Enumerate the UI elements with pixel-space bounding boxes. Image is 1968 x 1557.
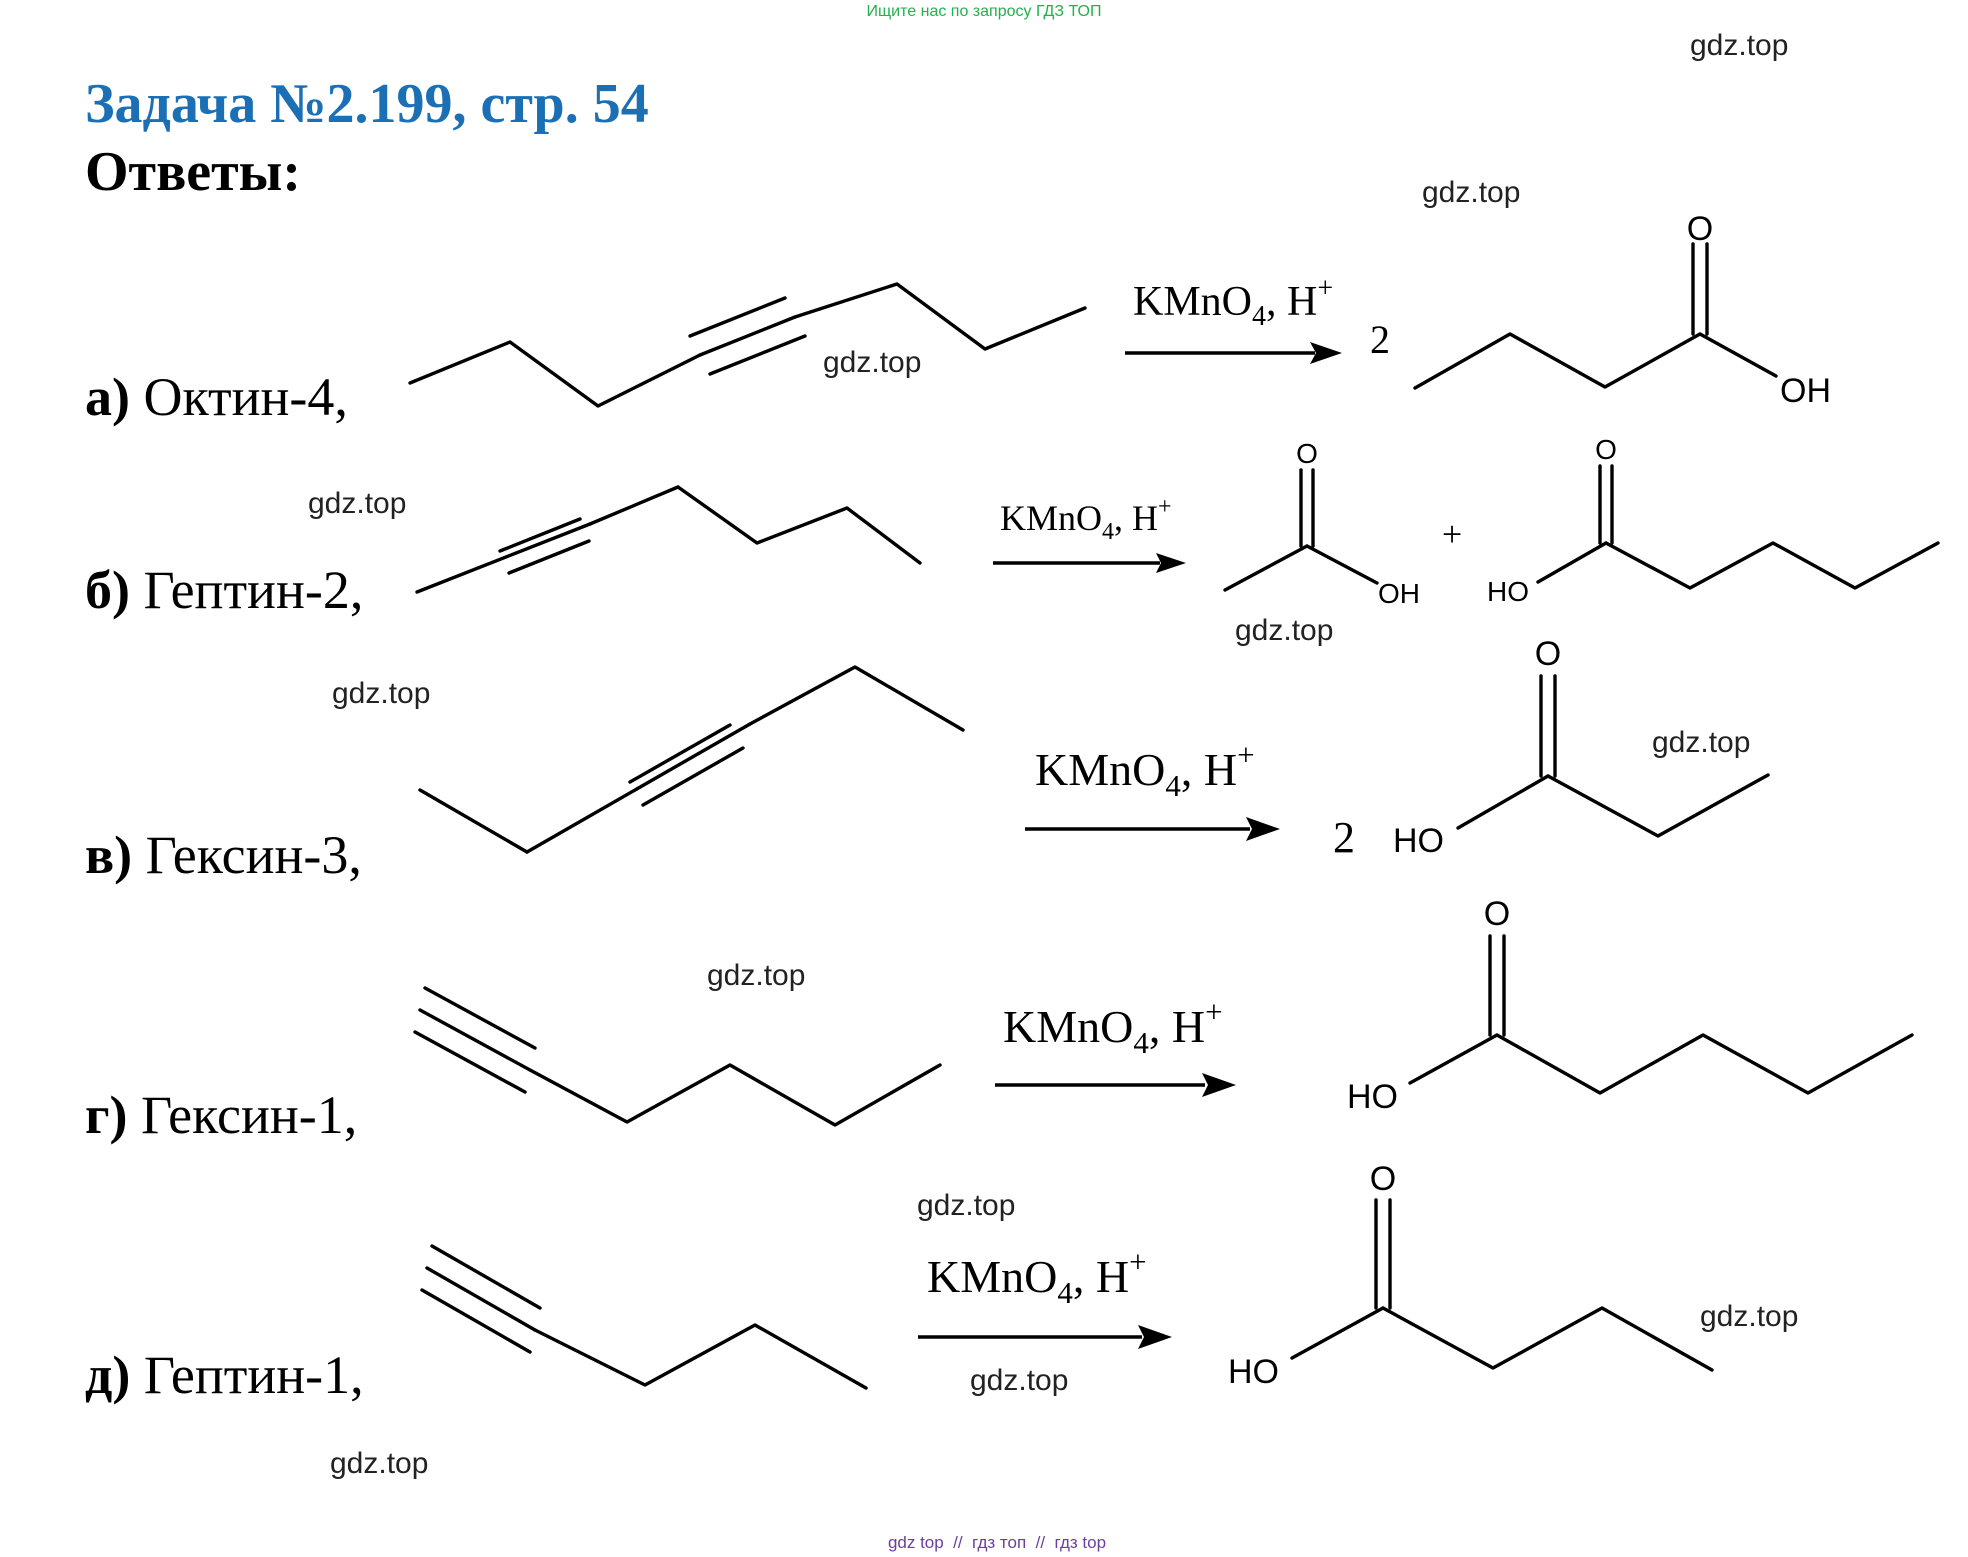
svg-text:KMnO4, H+: KMnO4, H+ [927, 1244, 1147, 1310]
problem-label: в) Гексин-3, [85, 825, 362, 885]
svg-text:KMnO4, H+: KMnO4, H+ [1000, 494, 1172, 545]
watermark: gdz.top [823, 346, 921, 379]
watermark: gdz.top [707, 959, 805, 992]
product-butanoic-acid-structure: O OH [1413, 210, 1831, 410]
product-butanoic-acid-structure: HO O [1228, 1160, 1714, 1391]
reaction-arrow: KMnO4, H+ [995, 994, 1236, 1097]
oxygen-atom: O [1296, 438, 1318, 469]
footer-links[interactable]: gdz top // гдз топ // гдз top [888, 1533, 1106, 1552]
hydroxyl-group: OH [1378, 578, 1420, 609]
problem-c: gdz.top в) Гексин-3, KMnO4, H+ 2 HO O gd… [85, 635, 1770, 885]
hydroxyl-group: OH [1780, 372, 1831, 410]
top-notice[interactable]: Ищите нас по запросу ГДЗ ТОП [867, 3, 1102, 20]
oxygen-atom: O [1535, 635, 1561, 673]
oxygen-atom: O [1484, 895, 1510, 933]
watermark: gdz.top [1422, 176, 1520, 209]
problem-a: а) Октин-4, gdz.top KMnO4, H+ 2 O OH [85, 210, 1831, 427]
reaction-arrow: KMnO4, H+ [993, 494, 1186, 573]
hydroxyl-group: HO [1487, 576, 1529, 607]
reaction-arrow: KMnO4, H+ [1025, 737, 1280, 841]
svg-text:KMnO4, H+: KMnO4, H+ [1035, 737, 1255, 803]
answers-heading: Ответы: [85, 141, 301, 203]
stoichiometric-coefficient: 2 [1370, 317, 1390, 362]
watermark: gdz.top [330, 1447, 428, 1480]
product-acetic-acid-structure: O OH [1223, 438, 1420, 609]
problem-label: б) Гептин-2, [85, 560, 363, 620]
svg-text:KMnO4, H+: KMnO4, H+ [1003, 994, 1223, 1060]
problem-label: г) Гексин-1, [85, 1085, 357, 1145]
reactant-heptyne-1-structure [420, 1244, 868, 1390]
oxygen-atom: O [1370, 1160, 1396, 1198]
reactant-hexyne-3-structure [418, 665, 965, 854]
product-propanoic-acid-structure: HO O [1393, 635, 1770, 860]
hydroxyl-group: HO [1393, 822, 1444, 860]
reactant-heptyne-2-structure [415, 485, 922, 594]
watermark: gdz.top [1235, 614, 1333, 647]
oxygen-atom: O [1595, 434, 1617, 465]
problem-b: gdz.top б) Гептин-2, KMnO4, H+ O OH + HO [85, 434, 1940, 647]
reactant-hexyne-1-structure [413, 986, 942, 1127]
watermark: gdz.top [1700, 1300, 1798, 1333]
stoichiometric-coefficient: 2 [1333, 813, 1355, 862]
plus-sign: + [1442, 514, 1462, 554]
problem-e: gdz.top д) Гептин-1, KMnO4, H+ gdz.top H… [85, 1160, 1798, 1480]
problem-label: а) Октин-4, [85, 367, 348, 427]
reaction-arrow: KMnO4, H+ [918, 1244, 1172, 1349]
watermark: gdz.top [308, 487, 406, 520]
reaction-arrow: KMnO4, H+ [1125, 273, 1342, 364]
watermark: gdz.top [970, 1364, 1068, 1397]
problem-label: д) Гептин-1, [85, 1345, 364, 1405]
reactant-octyne-4-structure [408, 282, 1087, 408]
product-pentanoic-acid-structure: HO O [1487, 434, 1940, 607]
oxygen-atom: O [1687, 210, 1713, 248]
watermark: gdz.top [1690, 29, 1788, 62]
watermark: gdz.top [1652, 726, 1750, 759]
page-title: Задача №2.199, стр. 54 [85, 73, 649, 135]
watermark: gdz.top [917, 1189, 1015, 1222]
hydroxyl-group: HO [1228, 1353, 1279, 1391]
watermark: gdz.top [332, 677, 430, 710]
svg-text:KMnO4, H+: KMnO4, H+ [1133, 273, 1333, 332]
problem-d: gdz.top г) Гексин-1, KMnO4, H+ HO O [85, 895, 1914, 1145]
product-pentanoic-acid-structure: HO O [1347, 895, 1914, 1116]
hydroxyl-group: HO [1347, 1078, 1398, 1116]
